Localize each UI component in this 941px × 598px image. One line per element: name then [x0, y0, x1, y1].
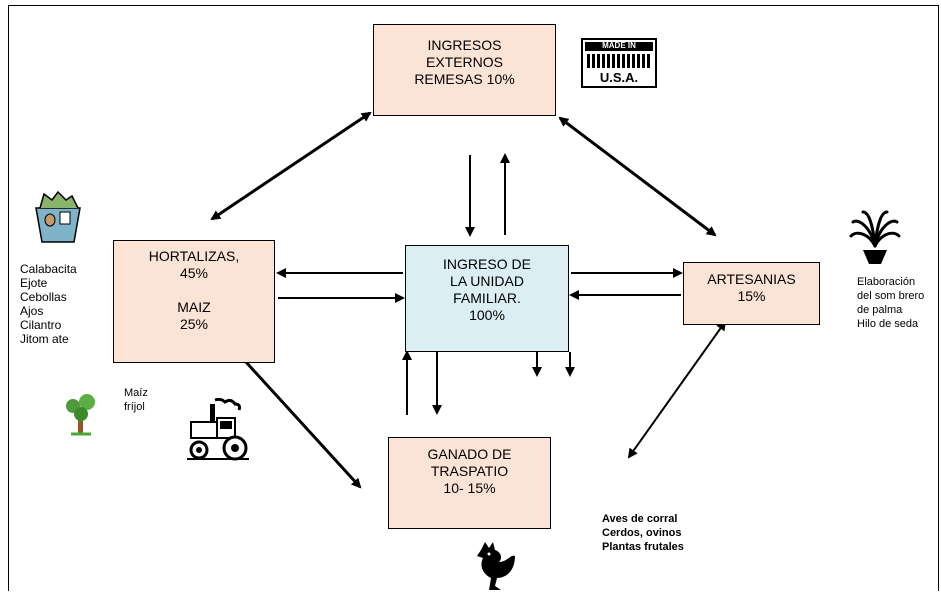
arrow-top-left: [210, 111, 372, 221]
box-livestock-line3: 10- 15%: [443, 480, 496, 496]
box-family-income-line1: INGRESO DE: [443, 256, 531, 272]
vegetable-item: Jitom ate: [20, 332, 69, 346]
crop-item: fríjol: [124, 401, 145, 413]
vegetables-list: Calabacita Ejote Cebollas Ajos Cilantro …: [20, 262, 77, 346]
craft-item: de palma: [857, 304, 903, 316]
logo-top-text: MADE IN: [602, 41, 636, 50]
vegetable-item: Ajos: [20, 304, 44, 318]
box-livestock-line1: GANADO DE: [427, 446, 512, 462]
box-vegetables-line3: MAIZ: [177, 299, 211, 315]
made-in-usa-logo: MADE IN U.S.A.: [581, 38, 657, 88]
box-livestock-line2: TRASPATIO: [430, 463, 509, 479]
arrow-bottom-right: [627, 320, 727, 459]
livestock-item: Aves de corral: [602, 513, 678, 525]
crop-item: Maíz: [124, 387, 148, 399]
livestock-item: Cerdos, ovinos: [602, 527, 682, 539]
logo-bottom-text: U.S.A.: [599, 70, 639, 85]
rooster-icon: [471, 540, 517, 598]
vegetable-item: Ejote: [20, 276, 48, 290]
box-vegetables-line1: HORTALIZAS,: [148, 248, 240, 264]
vegetable-item: Cebollas: [20, 290, 67, 304]
livestock-item: Plantas frutales: [602, 541, 684, 553]
box-external-income-line2: EXTERNOS: [425, 54, 503, 70]
craft-item: del som brero: [857, 290, 925, 302]
box-external-income-line1: INGRESOS: [427, 37, 502, 53]
box-external-income: INGRESOS EXTERNOS REMESAS 10%: [373, 24, 556, 116]
plant-icon: [63, 392, 99, 443]
box-crafts-line2: 15%: [737, 288, 766, 304]
box-crafts-line1: ARTESANIAS: [707, 271, 796, 287]
box-crafts: ARTESANIAS 15%: [683, 262, 820, 325]
box-vegetables-line2: 45%: [179, 265, 209, 281]
diagram-frame: [8, 5, 939, 591]
livestock-list: Aves de corral Cerdos, ovinos Plantas fr…: [602, 512, 684, 554]
box-family-income-line2: LA UNIDAD: [450, 273, 524, 289]
grocery-bag-icon: [30, 190, 92, 250]
crops-list: Maíz fríjol: [124, 386, 148, 414]
vegetable-item: Cilantro: [20, 318, 62, 332]
craft-item: Elaboración: [857, 276, 916, 288]
box-family-income-line4: 100%: [469, 307, 505, 323]
crafts-list: Elaboración del som brero de palma Hilo …: [857, 275, 924, 331]
box-family-income-line3: FAMILIAR.: [453, 290, 521, 306]
box-livestock: GANADO DE TRASPATIO 10- 15%: [388, 437, 551, 529]
box-vegetables: HORTALIZAS, 45% MAIZ 25%: [113, 240, 275, 363]
box-vegetables-line4: 25%: [179, 316, 209, 332]
vegetable-item: Calabacita: [20, 262, 77, 276]
tractor-icon: [185, 396, 251, 469]
box-external-income-line3: REMESAS 10%: [414, 71, 515, 87]
palm-weaving-icon: [845, 206, 905, 271]
arrow-bottom-left: [233, 348, 362, 489]
box-family-income: INGRESO DE LA UNIDAD FAMILIAR. 100%: [405, 245, 569, 352]
craft-item: Hilo de seda: [857, 318, 919, 330]
arrow-top-right: [558, 116, 717, 237]
